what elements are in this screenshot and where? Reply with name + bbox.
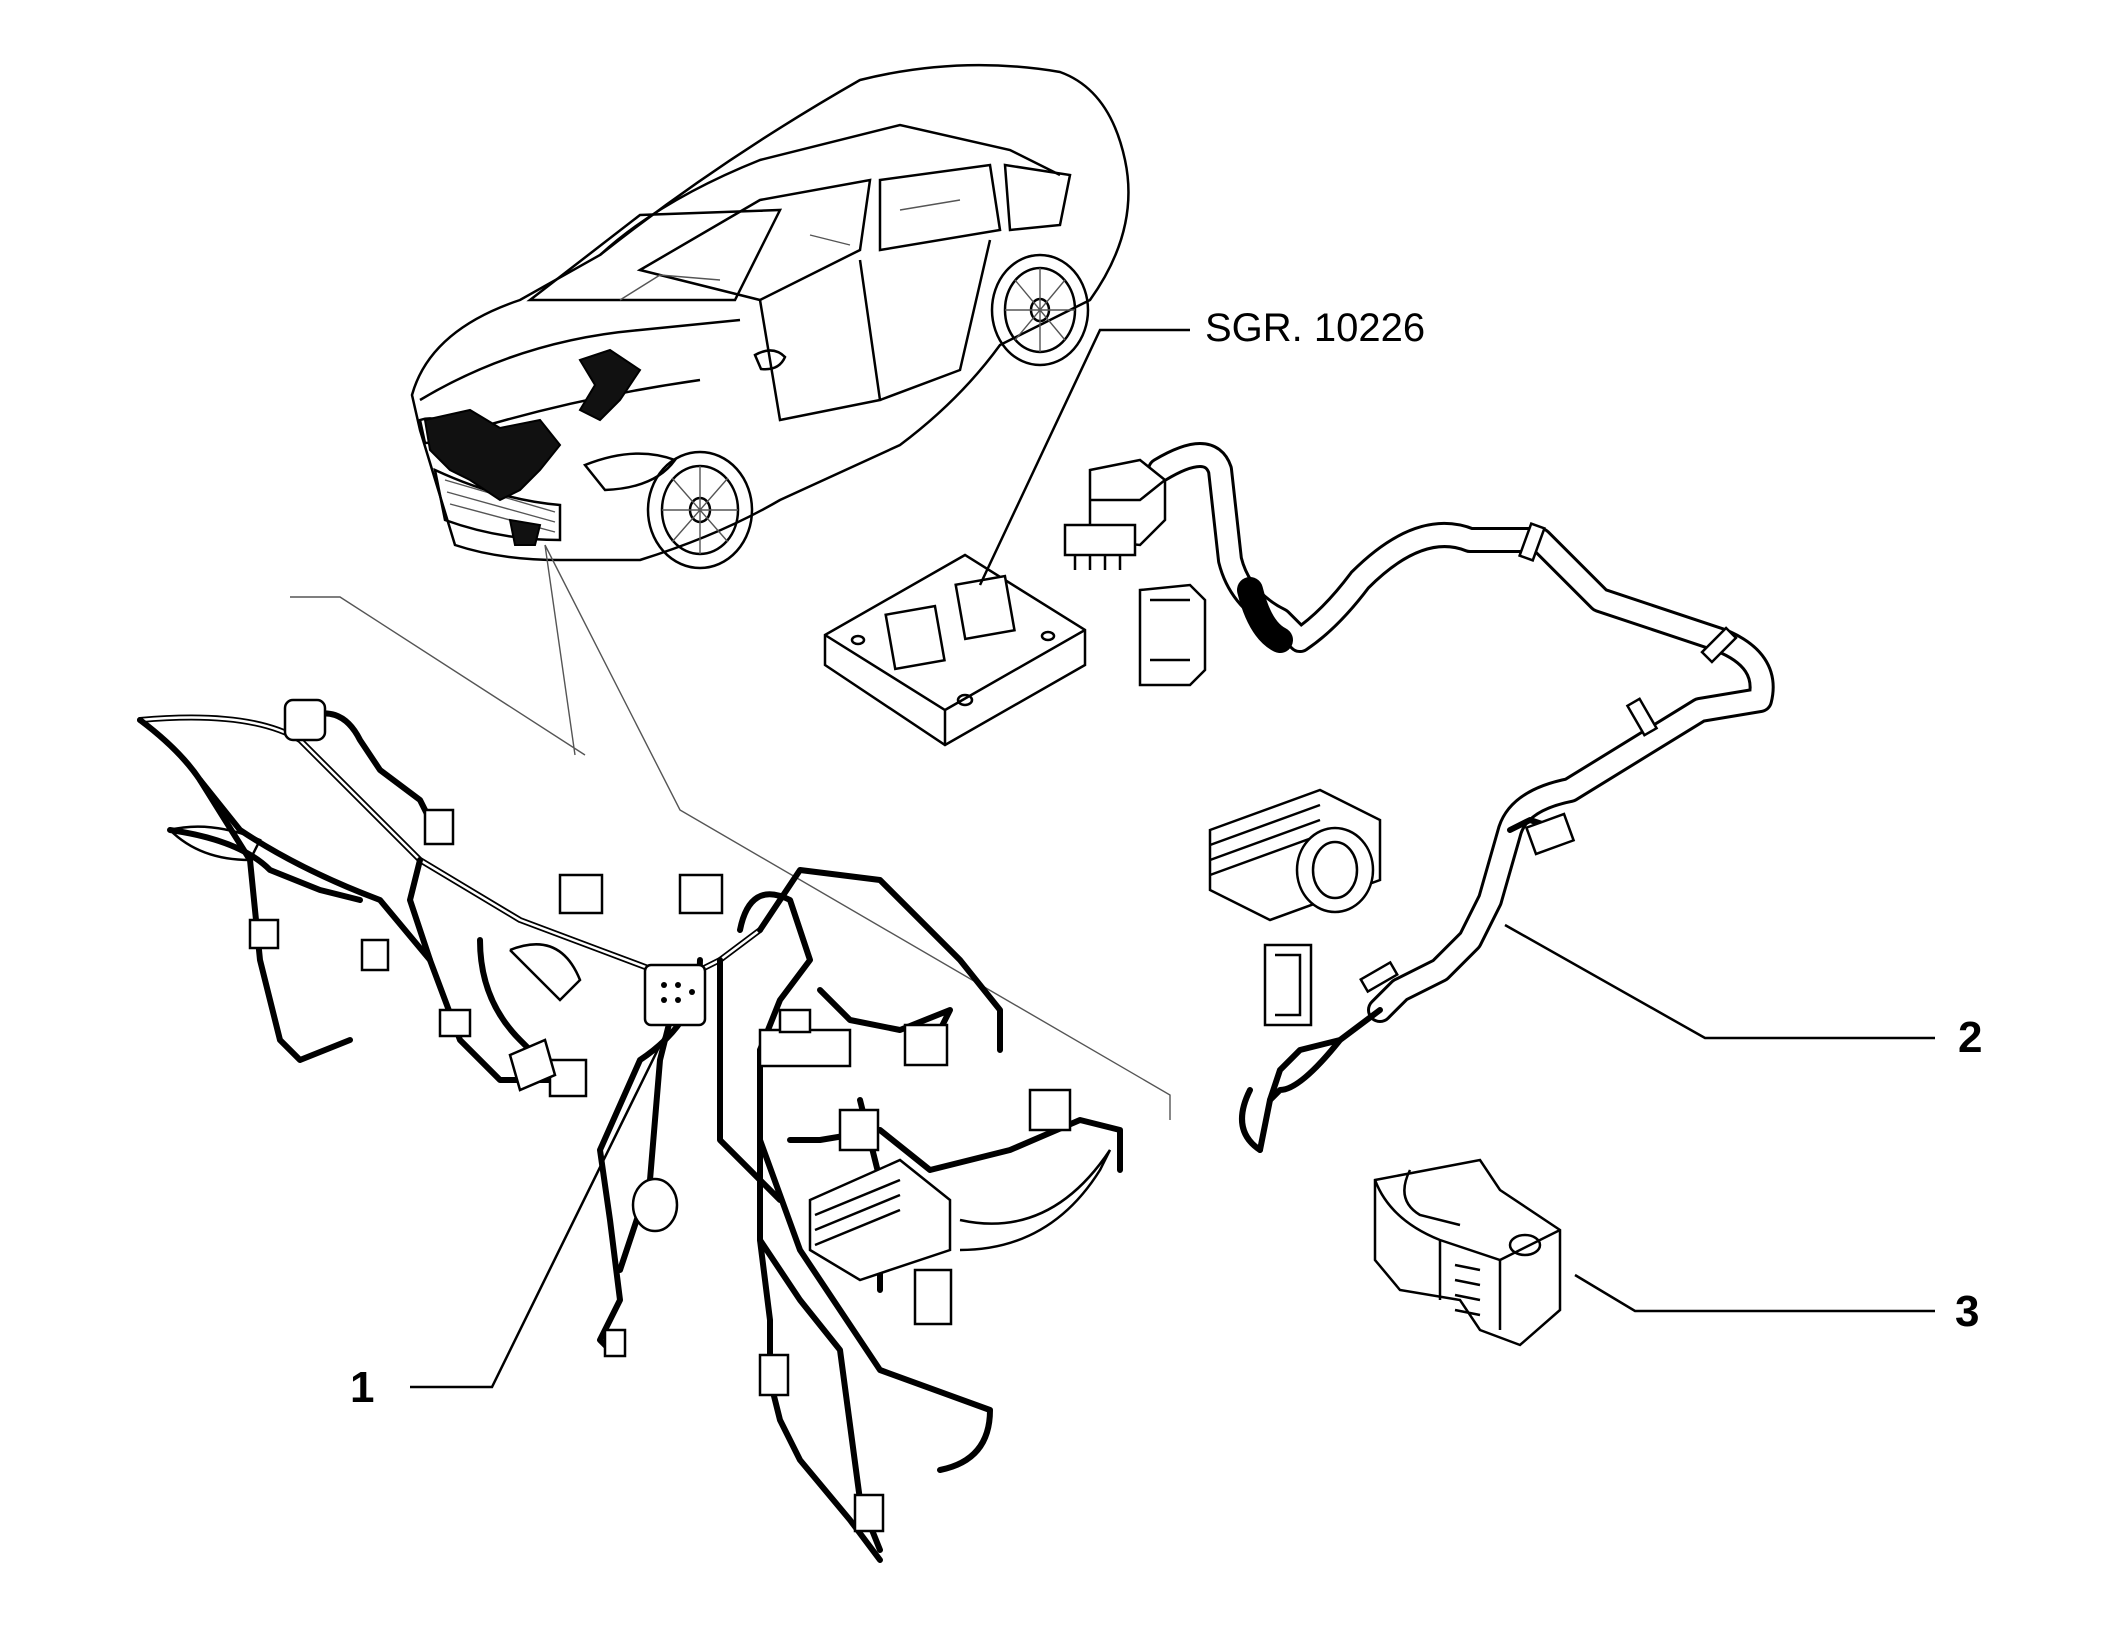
reference-label: SGR. 10226 — [1205, 306, 1425, 350]
engine-harness — [137, 698, 1123, 1563]
leader-1 — [410, 1034, 667, 1389]
ecu-module — [823, 553, 1087, 747]
reference-leader — [978, 328, 1190, 586]
leader-3 — [1574, 1273, 1935, 1313]
leader-2 — [1504, 923, 1935, 1040]
callout-3: 3 — [1955, 1287, 1979, 1336]
battery-harness — [1063, 442, 1775, 1153]
guide-line — [290, 544, 1171, 1120]
car-illustration — [410, 63, 1130, 570]
bracket-clip — [1373, 1158, 1562, 1347]
callout-1: 1 — [350, 1363, 374, 1412]
callout-2: 2 — [1958, 1013, 1982, 1062]
